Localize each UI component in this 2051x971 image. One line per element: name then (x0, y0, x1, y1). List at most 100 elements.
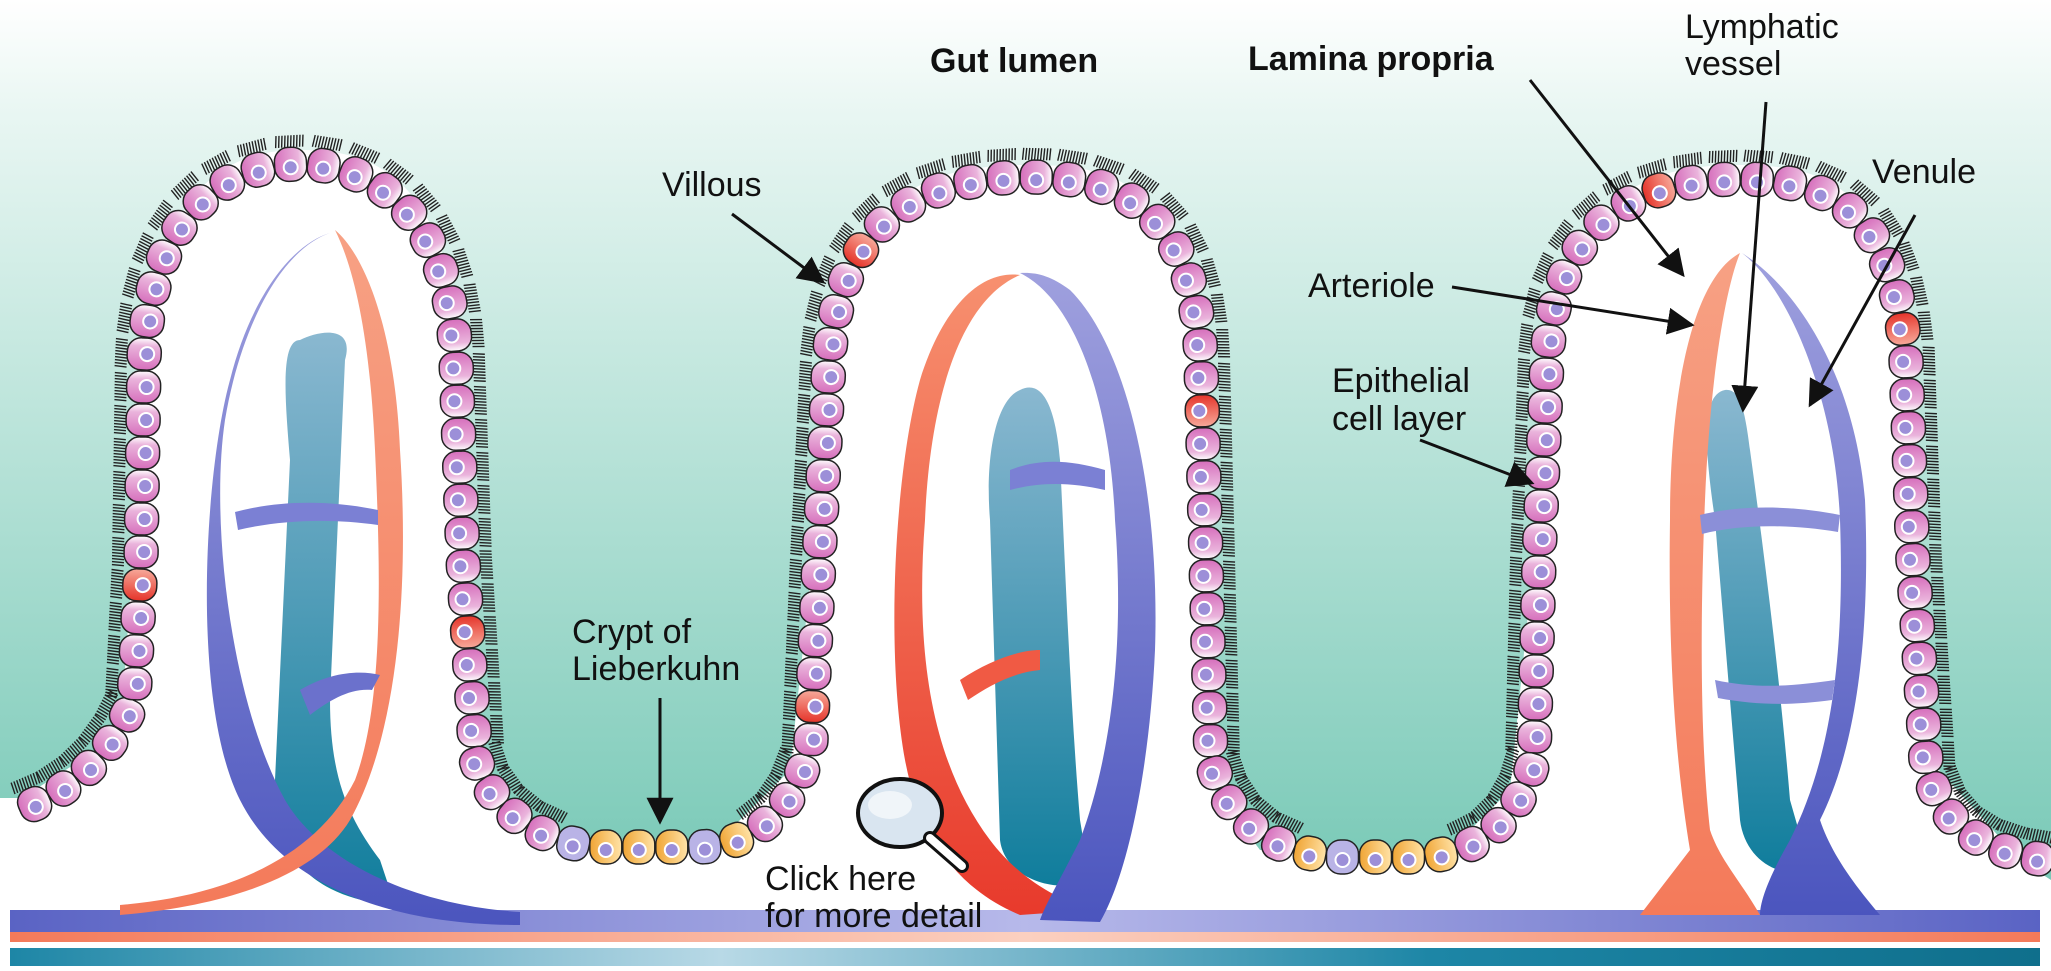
cell-nucleus (1717, 175, 1732, 190)
cell-nucleus (1897, 388, 1911, 402)
cell-nucleus (1907, 618, 1922, 633)
cell-nucleus (1369, 853, 1383, 867)
epithelial-cell (1327, 840, 1359, 874)
epithelial-cell (985, 148, 1020, 196)
epithelial-cell (623, 830, 655, 864)
cell-nucleus (137, 545, 151, 559)
cell-nucleus (132, 644, 147, 659)
cell-nucleus (1533, 631, 1547, 645)
epithelial-cell (445, 548, 493, 583)
cell-nucleus (138, 479, 152, 493)
cell-nucleus (315, 161, 331, 177)
cell-nucleus (697, 842, 712, 857)
epithelial-cell (1393, 840, 1425, 874)
cell-nucleus (139, 380, 153, 394)
epithelial-cell (590, 830, 622, 864)
label-venule: Venule (1872, 153, 1976, 191)
label-crypt-line-1: Crypt of (572, 613, 692, 651)
label-lamina-propria: Lamina propria (1248, 40, 1495, 78)
cell-nucleus (1197, 602, 1211, 616)
cell-nucleus (821, 436, 836, 451)
epithelial-cell (1904, 673, 1952, 708)
cell-nucleus (459, 658, 474, 673)
cell-nucleus (822, 403, 837, 418)
epithelial-cell (452, 647, 500, 682)
cell-nucleus (1750, 175, 1765, 190)
cell-nucleus (811, 633, 826, 648)
cell-nucleus (814, 567, 829, 582)
epithelial-cell (450, 614, 498, 649)
cell-nucleus (808, 699, 823, 714)
base-lymphatic-band (10, 948, 2040, 966)
base-arteriole-band (10, 932, 2040, 942)
cell-nucleus (1534, 598, 1548, 612)
cell-nucleus (283, 160, 298, 175)
cell-nucleus (452, 526, 466, 540)
cell-nucleus (1336, 853, 1350, 867)
cell-nucleus (807, 732, 822, 747)
cell-nucleus (446, 361, 460, 375)
cell-nucleus (1900, 487, 1914, 501)
cell-nucleus (1538, 466, 1553, 481)
cell-nucleus (665, 843, 679, 857)
cell-nucleus (135, 578, 150, 593)
cell-nucleus (1902, 520, 1916, 534)
cell-nucleus (1540, 433, 1555, 448)
cell-nucleus (457, 625, 472, 640)
epithelial-cell (656, 830, 688, 864)
cell-nucleus (2029, 854, 2045, 870)
cell-nucleus (1531, 697, 1545, 711)
cell-nucleus (1200, 701, 1214, 715)
cell-nucleus (1193, 437, 1207, 451)
cell-nucleus (447, 394, 461, 408)
epithelial-cell (1740, 150, 1774, 198)
epithelial-cell (1182, 327, 1230, 362)
click-here-line-1[interactable]: Click here (765, 860, 916, 898)
label-villous: Villous (662, 166, 762, 204)
epithelial-cell (273, 134, 307, 182)
click-here-line-2[interactable]: for more detail (765, 897, 982, 935)
epithelial-cell (1360, 840, 1392, 874)
cell-nucleus (1537, 499, 1552, 514)
cell-nucleus (819, 469, 834, 484)
cell-nucleus (1909, 651, 1924, 666)
epithelial-cell (454, 680, 502, 715)
label-lymphatic-line-2: vessel (1685, 45, 1781, 83)
cell-nucleus (1195, 503, 1209, 517)
epithelial-cell (1899, 608, 1947, 643)
cell-nucleus (817, 502, 832, 517)
label-arteriole: Arteriole (1308, 267, 1435, 305)
cell-nucleus (1185, 304, 1201, 320)
cell-nucleus (1896, 355, 1910, 369)
cell-nucleus (1544, 334, 1559, 349)
cell-nucleus (1541, 400, 1556, 415)
cell-nucleus (1542, 367, 1557, 382)
cell-nucleus (455, 592, 470, 607)
cell-nucleus (453, 559, 468, 574)
cell-nucleus (462, 691, 477, 706)
cell-nucleus (140, 347, 155, 362)
epithelial-cell (1895, 542, 1943, 577)
cell-nucleus (1190, 338, 1205, 353)
cell-nucleus (464, 723, 479, 738)
cell-nucleus (444, 328, 459, 343)
label-crypt-line-2: Lieberkuhn (572, 650, 740, 688)
label-epithelial-line-2: cell layer (1332, 400, 1466, 438)
cell-nucleus (1892, 321, 1908, 337)
cell-nucleus (1200, 734, 1214, 748)
label-lymphatic-line-1: Lymphatic (1685, 8, 1839, 46)
cell-nucleus (599, 843, 613, 857)
cell-nucleus (1192, 404, 1206, 418)
cell-nucleus (139, 413, 153, 427)
cell-nucleus (826, 337, 842, 353)
cell-nucleus (824, 370, 839, 385)
cell-nucleus (1684, 178, 1700, 194)
cell-nucleus (448, 427, 462, 441)
cell-nucleus (130, 677, 145, 692)
cell-nucleus (1905, 585, 1920, 600)
cell-nucleus (1191, 371, 1205, 385)
epithelial-cell (1908, 739, 1956, 774)
cell-nucleus (816, 535, 831, 550)
cell-nucleus (1061, 175, 1077, 191)
